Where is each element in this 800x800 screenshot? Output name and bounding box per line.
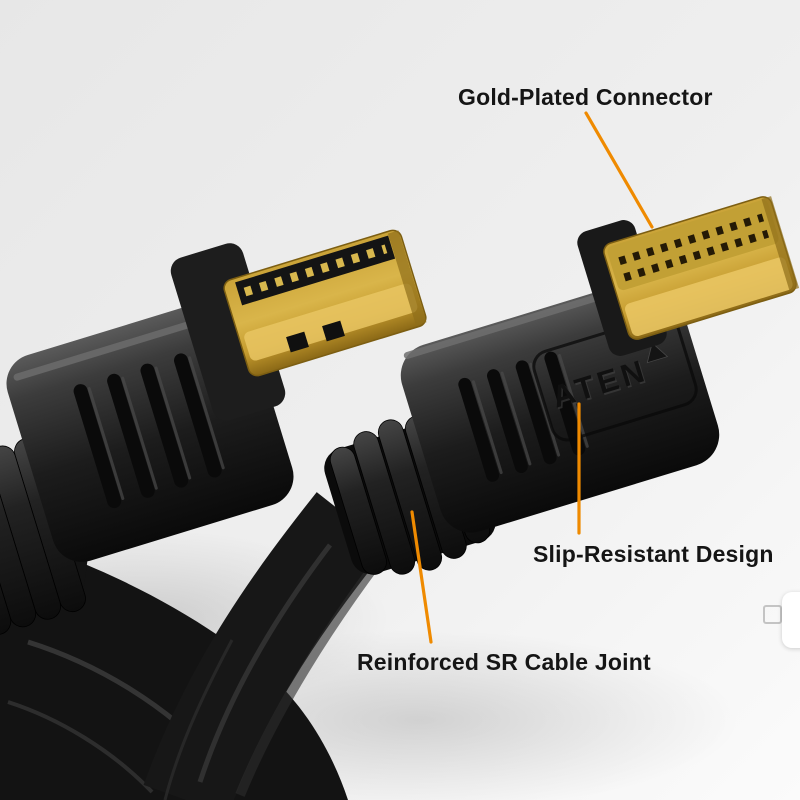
brand-triangle-mark	[646, 342, 669, 364]
leader-cable-joint	[410, 510, 433, 644]
callout-slip-resistant-design: Slip-Resistant Design	[533, 541, 774, 567]
left-hdmi-connector	[0, 229, 427, 635]
brand-panel	[532, 314, 698, 442]
right-grip-grooves	[458, 351, 586, 482]
right-gold-plug	[603, 196, 800, 340]
thumbnail-peek-button[interactable]	[782, 592, 800, 648]
leader-lines	[410, 111, 654, 644]
leader-gold-plated	[584, 111, 654, 229]
left-body-top-highlight	[13, 308, 234, 381]
right-hdmi-connector: ATEN ATEN	[324, 196, 800, 575]
right-plug-pin-row	[623, 229, 770, 282]
image-placeholder-icon	[763, 605, 782, 624]
left-gold-plug	[223, 229, 427, 377]
callout-reinforced-sr-cable-joint: Reinforced SR Cable Joint	[357, 649, 651, 675]
left-grip-groove-highlights	[87, 356, 225, 500]
right-cable	[143, 492, 388, 800]
callout-gold-plated-connector: Gold-Plated Connector	[458, 84, 713, 110]
right-plug-pin-row	[618, 213, 765, 266]
left-grip-grooves	[73, 353, 222, 509]
